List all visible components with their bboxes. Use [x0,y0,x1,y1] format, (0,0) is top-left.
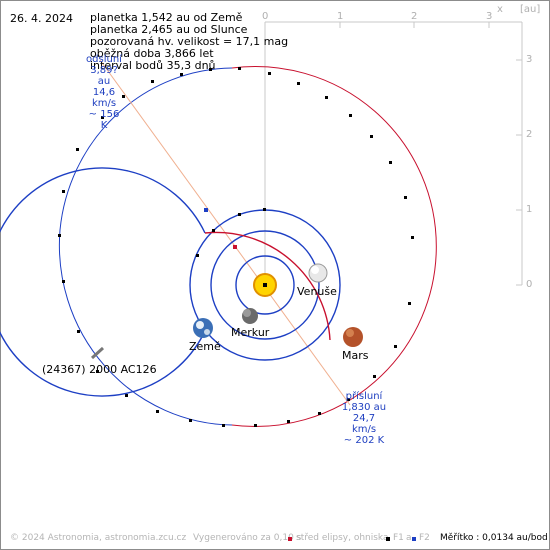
legend-f2-swatch [412,537,416,541]
x-axis-label: x [497,4,503,15]
info-block: planetka 1,542 au od Země planetka 2,465… [90,12,288,72]
asteroid-label: (24367) 2000 AC126 [42,363,157,376]
earth-label: Země [189,340,221,353]
y-tick-0: 0 [526,279,533,290]
legend-f1-swatch [386,537,390,541]
footer-legend-a: a [406,533,412,543]
sun-icon [253,273,277,297]
aphelion-annotation: odsluní 3,89? au 14,6 km/s ~ 156 K [84,54,124,131]
axes [264,21,523,286]
venus-icon [308,263,328,283]
planet-orbits [0,167,341,397]
mars-label: Mars [342,349,369,362]
earth-orbit-points [196,208,266,257]
asteroid-orbit [58,59,437,427]
venus-label: Venuše [297,285,337,298]
x-tick-2: 2 [411,11,418,22]
x-tick-0: 0 [262,11,269,22]
perihelion-annotation: přísluní 1,830 au 24,7 km/s ~ 202 K [340,391,388,446]
perihelion-dist: 1,830 au [341,402,387,413]
x-tick-3: 3 [486,11,493,22]
aphelion-temp: ~ 156 K [88,109,120,131]
perihelion-title: přísluní [345,391,383,402]
footer-legend-center: střed elipsy, ohniska [296,533,389,543]
aphelion-speed: 14,6 km/s [91,87,117,109]
y-tick-1: 1 [526,204,533,215]
footer-scale: Měřítko : 0,0134 au/bod [440,533,548,543]
legend-center-swatch [288,537,292,541]
info-distance-earth: planetka 1,542 au od Země [90,11,243,24]
unit-label: [au] [520,4,541,15]
info-distance-sun: planetka 2,465 au od Slunce [90,23,248,36]
asteroid-icon [90,346,105,360]
info-interval: interval bodů 35,3 dnů [90,59,216,72]
footer-legend-f1: F1 [393,533,404,543]
date-label: 26. 4. 2024 [10,12,73,25]
mercury-label: Merkur [231,326,270,339]
focus-f2 [204,208,208,212]
ellipse-center [233,245,237,249]
footer-generated: Vygenerováno za 0,10 s [193,533,302,543]
mars-icon [343,327,363,347]
info-period: oběžná doba 3,866 let [90,47,214,60]
footer-copyright: © 2024 Astronomia, astronomia.zcu.cz [10,533,187,543]
info-magnitude: pozorovaná hv. velikost = 17,1 mag [90,35,289,48]
earth-icon [193,318,213,338]
mercury-orbit [235,255,295,315]
y-tick-3: 3 [526,54,533,65]
aphelion-title: odsluní [86,54,122,65]
footer-legend-f2: F2 [419,533,430,543]
perihelion-temp: ~ 202 K [343,435,385,446]
venus-orbit [210,230,320,340]
perihelion-speed: 24,7 km/s [351,413,377,435]
y-tick-2: 2 [526,129,533,140]
x-tick-1: 1 [337,11,344,22]
mercury-icon [242,308,258,324]
aphelion-dist: 3,89? au [90,65,118,87]
